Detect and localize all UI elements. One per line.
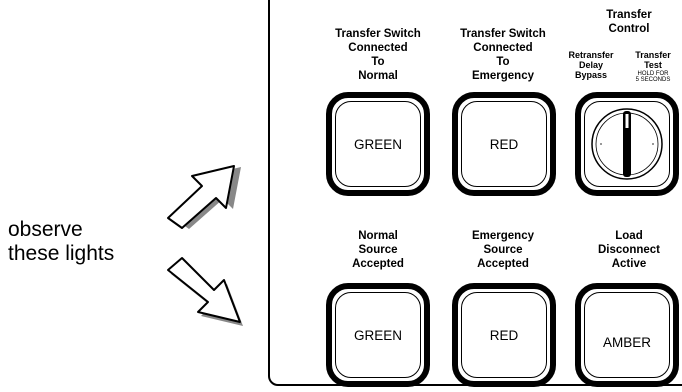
- caption-line: Transfer Switch: [460, 28, 546, 40]
- caption-line: Transfer: [606, 9, 652, 21]
- caption-normal-source-accepted: Normal Source Accepted: [323, 229, 433, 271]
- caption-line: Connected: [348, 42, 408, 54]
- note-line: 5 SECONDS: [635, 77, 671, 83]
- caption-load-disconnect-active: Load Disconnect Active: [574, 229, 682, 271]
- observe-label-line-2: these lights: [8, 242, 115, 265]
- caption-line: Emergency: [471, 70, 534, 82]
- retransfer-delay-bypass-label: Retransfer Delay Bypass: [566, 50, 616, 80]
- caption-line: Transfer Switch: [335, 28, 421, 40]
- lamp-emergency-source-accepted: RED: [452, 283, 556, 387]
- transfer-control-switch[interactable]: [575, 92, 679, 196]
- sub-line: Bypass: [574, 70, 608, 80]
- caption-line: Accepted: [352, 258, 404, 270]
- caption-line: Source: [483, 244, 523, 256]
- rotary-knob-icon[interactable]: [588, 105, 666, 183]
- sub-line: Test: [644, 60, 662, 70]
- sub-line: Transfer: [635, 50, 671, 60]
- observe-label-line-1: observe: [8, 218, 83, 241]
- caption-emergency-source-accepted: Emergency Source Accepted: [448, 229, 558, 271]
- arrow-up-right-icon: [167, 165, 241, 229]
- arrow-down-right-icon: [167, 257, 243, 326]
- lamp-label: GREEN: [335, 101, 421, 187]
- caption-line: Control: [608, 23, 650, 35]
- caption-line: Accepted: [477, 258, 529, 270]
- caption-line: Active: [611, 258, 647, 270]
- lamp-label: GREEN: [335, 292, 421, 378]
- switch-face[interactable]: [584, 101, 670, 187]
- caption-line: To: [371, 56, 385, 68]
- lamp-label: AMBER: [584, 292, 670, 378]
- caption-line: Emergency: [471, 230, 534, 242]
- caption-line: Normal: [358, 230, 398, 242]
- caption-line: Source: [358, 244, 398, 256]
- note-line: HOLD FOR: [637, 71, 669, 77]
- caption-connected-emergency: Transfer Switch Connected To Emergency: [448, 27, 558, 83]
- sub-line: Retransfer: [568, 50, 614, 60]
- lamp-label: RED: [461, 292, 547, 378]
- sub-line: Delay: [578, 60, 604, 70]
- lamp-connected-normal: GREEN: [326, 92, 430, 196]
- caption-line: Load: [615, 230, 643, 242]
- caption-line: Connected: [473, 42, 533, 54]
- caption-line: Disconnect: [598, 244, 660, 256]
- observe-label: observe these lights: [8, 218, 114, 266]
- lamp-load-disconnect-active: AMBER: [575, 283, 679, 387]
- transfer-test-label: Transfer Test: [628, 50, 678, 70]
- lamp-connected-emergency: RED: [452, 92, 556, 196]
- caption-line: Normal: [358, 70, 398, 82]
- lamp-label: RED: [461, 101, 547, 187]
- lamp-normal-source-accepted: GREEN: [326, 283, 430, 387]
- caption-connected-normal: Transfer Switch Connected To Normal: [323, 27, 433, 83]
- hold-note: HOLD FOR 5 SECONDS: [630, 71, 676, 83]
- caption-transfer-control: Transfer Control: [574, 8, 682, 36]
- caption-line: To: [496, 56, 510, 68]
